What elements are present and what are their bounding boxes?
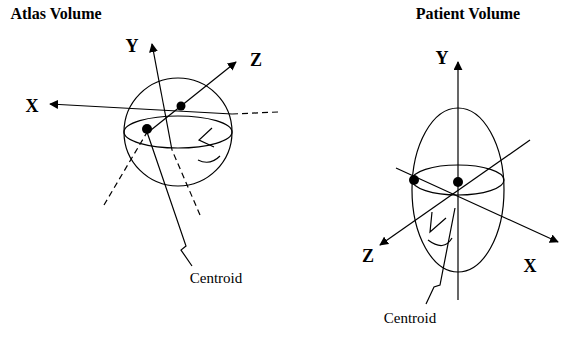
axis-label: X	[524, 257, 537, 275]
axis-label: Z	[362, 247, 374, 265]
atlas-sphere	[50, 44, 278, 266]
callout-label: Centroid	[190, 271, 243, 286]
panel-title: Atlas Volume	[10, 6, 101, 22]
axis-label: Z	[250, 51, 262, 69]
axis-label: Y	[436, 49, 449, 67]
panel-title: Patient Volume	[416, 6, 520, 22]
axis-label: Y	[126, 37, 139, 55]
callout-label: Centroid	[384, 311, 437, 326]
patient-ellipsoid	[380, 62, 558, 304]
axis-label: X	[26, 97, 39, 115]
